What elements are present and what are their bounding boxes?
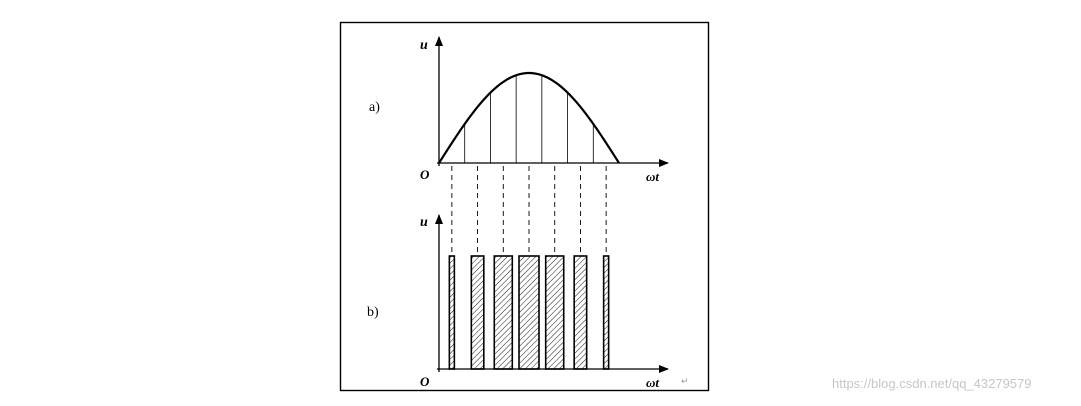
- panel-b-label: b): [367, 305, 379, 320]
- paragraph-return-mark: ↵: [681, 377, 689, 387]
- watermark: https://blog.csdn.net/qq_43279579: [832, 376, 1032, 391]
- projection-dashed-lines: [451, 166, 607, 254]
- panel-a-label: a): [369, 100, 380, 115]
- pulses: [448, 255, 610, 370]
- panel-b-origin-label: O: [420, 374, 430, 389]
- pwm-pulse: [493, 255, 514, 370]
- sine-curve: [438, 71, 620, 164]
- panel-b-y-label: u: [420, 215, 428, 230]
- panel-b-x-label: ωt: [646, 375, 659, 390]
- pwm-pulse: [573, 255, 588, 370]
- pwm-pulse: [470, 255, 485, 370]
- sample-lines: [464, 75, 594, 163]
- pwm-pulse: [448, 255, 456, 370]
- figure-frame: [339, 21, 710, 392]
- pwm-pulse: [602, 255, 610, 370]
- panel-a-sine-wave: a) u O ωt: [369, 36, 669, 184]
- panel-a-x-label: ωt: [646, 169, 659, 184]
- panel-a-y-label: u: [420, 38, 428, 53]
- pwm-pulse: [544, 255, 565, 370]
- pwm-pulse: [518, 255, 540, 370]
- panel-b-pwm-pulses: b) u O ωt: [367, 214, 669, 390]
- panel-a-origin-label: O: [420, 167, 430, 182]
